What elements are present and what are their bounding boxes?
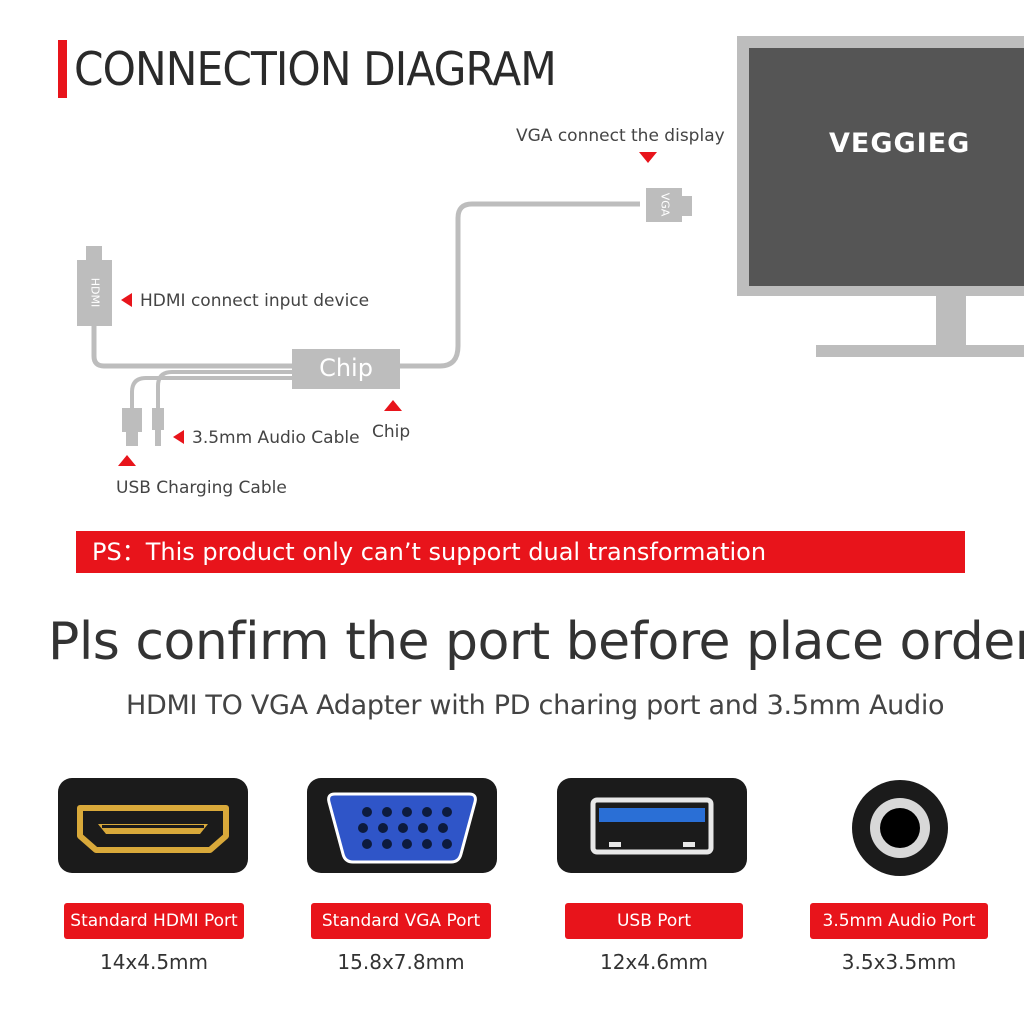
monitor-base bbox=[816, 345, 1024, 357]
vga-pin bbox=[438, 823, 448, 833]
port-size-audio: 3.5x3.5mm bbox=[841, 950, 957, 974]
vga-cable bbox=[400, 201, 640, 369]
usb-plug-tip bbox=[126, 432, 138, 446]
chip-arrow bbox=[384, 400, 402, 411]
vga-connector-text: VGA bbox=[658, 192, 672, 217]
subheadline: HDMI TO VGA Adapter with PD charing port… bbox=[126, 690, 945, 721]
usb-plug-body bbox=[122, 408, 142, 432]
chip-box-text: Chip bbox=[319, 354, 373, 382]
chip-label: Chip bbox=[372, 422, 411, 442]
usb-port-card bbox=[557, 778, 747, 873]
vga-connector-flange bbox=[682, 196, 692, 216]
audio-jack-icon bbox=[852, 780, 948, 876]
vga-pin bbox=[358, 823, 368, 833]
vga-pin bbox=[378, 823, 388, 833]
monitor-neck bbox=[936, 296, 966, 346]
usb-arrow bbox=[118, 455, 136, 466]
port-label-hdmi: Standard HDMI Port bbox=[64, 903, 244, 939]
vga-pin bbox=[442, 807, 452, 817]
vga-pin bbox=[418, 823, 428, 833]
vga-pin bbox=[402, 807, 412, 817]
port-size-vga: 15.8x7.8mm bbox=[337, 950, 465, 974]
vga-pin bbox=[402, 839, 412, 849]
vga-pin bbox=[442, 839, 452, 849]
vga-arrow bbox=[639, 152, 657, 163]
vga-connector-body bbox=[646, 188, 682, 222]
port-label-vga: Standard VGA Port bbox=[311, 903, 491, 939]
vga-pin bbox=[422, 839, 432, 849]
vga-pin bbox=[398, 823, 408, 833]
audio-plug-body bbox=[152, 408, 164, 430]
title-accent-bar bbox=[58, 40, 67, 98]
cable-diagram bbox=[77, 188, 692, 446]
hdmi-connector-tip bbox=[86, 246, 102, 262]
usb-cable bbox=[130, 376, 292, 408]
port-label-audio: 3.5mm Audio Port bbox=[810, 903, 988, 939]
vga-port-icon bbox=[327, 792, 477, 864]
vga-pin bbox=[422, 807, 432, 817]
vga-label: VGA connect the display bbox=[516, 126, 725, 146]
monitor-brand: VEGGIEG bbox=[829, 128, 971, 159]
port-label-usb: USB Port bbox=[565, 903, 743, 939]
audio-cable bbox=[156, 370, 292, 408]
page-title: CONNECTION DIAGRAM bbox=[74, 42, 557, 96]
hdmi-connector-text: HDMI bbox=[88, 277, 102, 308]
vga-pin bbox=[382, 807, 392, 817]
monitor-screen bbox=[749, 48, 1024, 286]
notice-bar: PS：This product only can’t support dual … bbox=[76, 531, 965, 573]
usb-label: USB Charging Cable bbox=[116, 478, 287, 498]
hdmi-port-icon bbox=[77, 805, 229, 853]
audio-plug-tip bbox=[155, 430, 161, 446]
usb-port-icon bbox=[590, 797, 714, 855]
chip-box bbox=[292, 349, 400, 389]
vga-pin bbox=[382, 839, 392, 849]
vga-port-card bbox=[307, 778, 497, 873]
hdmi-connector-body bbox=[77, 260, 112, 326]
audio-port-card bbox=[850, 778, 950, 878]
vga-pin bbox=[362, 807, 372, 817]
audio-label: 3.5mm Audio Cable bbox=[192, 428, 360, 448]
vga-pin bbox=[362, 839, 372, 849]
monitor: VEGGIEG bbox=[737, 36, 1024, 296]
hdmi-cable bbox=[91, 326, 292, 369]
hdmi-port-card bbox=[58, 778, 248, 873]
hdmi-label: HDMI connect input device bbox=[140, 291, 370, 311]
port-size-hdmi: 14x4.5mm bbox=[99, 950, 209, 974]
headline: Pls confirm the port before place order bbox=[48, 612, 1024, 672]
audio-arrow bbox=[173, 430, 184, 444]
hdmi-arrow bbox=[121, 293, 132, 307]
port-size-usb: 12x4.6mm bbox=[599, 950, 709, 974]
